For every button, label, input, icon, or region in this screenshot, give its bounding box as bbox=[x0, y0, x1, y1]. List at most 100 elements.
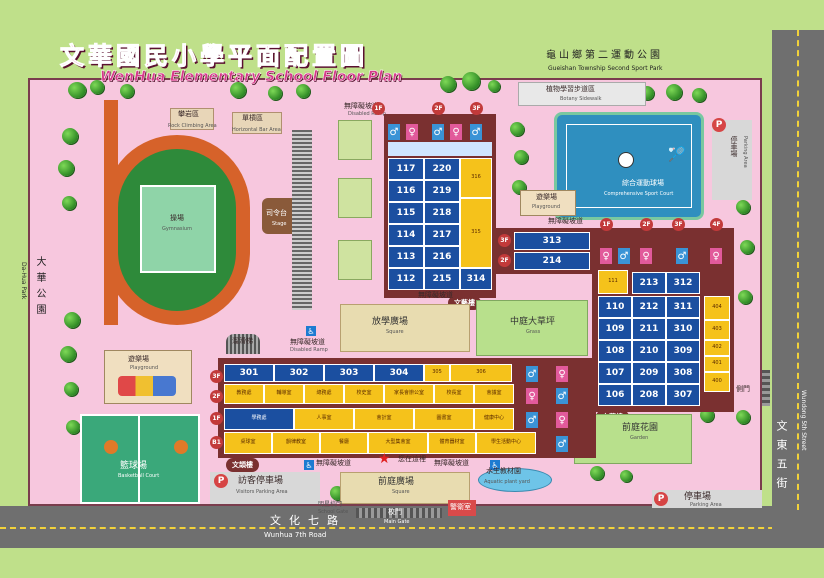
guard-room bbox=[448, 500, 476, 516]
restroom-icon: ♂ bbox=[618, 248, 630, 264]
room: 213 bbox=[632, 272, 666, 294]
bleachers bbox=[292, 130, 312, 310]
tree-icon bbox=[590, 466, 604, 480]
office: 圖書室 bbox=[414, 408, 474, 430]
parking-southeast bbox=[652, 490, 762, 508]
office: 人事室 bbox=[294, 408, 354, 430]
room: 116 bbox=[388, 180, 424, 202]
main-gate-label: 校門 bbox=[388, 508, 402, 516]
room: 117 bbox=[388, 158, 424, 180]
tree-icon bbox=[62, 196, 76, 210]
east-road-label-en: Wundong 5th Street bbox=[800, 390, 807, 451]
front-square-label-en: Square bbox=[392, 489, 410, 495]
room: 209 bbox=[632, 362, 666, 384]
parking-east-label-en: Parking Area bbox=[742, 136, 748, 168]
science-room: 316 bbox=[460, 158, 492, 198]
room: 400 bbox=[704, 372, 730, 392]
restroom-icon: ♂ bbox=[470, 124, 482, 140]
south-road-label-en: Wunhua 7th Road bbox=[264, 531, 327, 539]
room: 305 bbox=[424, 364, 450, 382]
accessibility-icon: ♿ bbox=[490, 460, 500, 470]
room: 307 bbox=[666, 384, 700, 406]
office: 教務處 bbox=[224, 384, 264, 404]
office: 校長室 bbox=[434, 384, 474, 404]
parking-east bbox=[712, 120, 752, 200]
visitors-parking-label-en: Visitors Parking Area bbox=[236, 489, 288, 495]
north-playground-label-en: Playground bbox=[532, 204, 561, 210]
volleyball-icon bbox=[618, 152, 634, 168]
room: 306 bbox=[450, 364, 512, 382]
parking-icon: P bbox=[654, 492, 668, 506]
school-gate-label: 明星校門 bbox=[318, 501, 343, 508]
corridor bbox=[388, 142, 492, 156]
grass-label-en: Grass bbox=[526, 329, 541, 335]
room: 106 bbox=[598, 384, 632, 406]
stage-label: 司令台 bbox=[266, 209, 287, 217]
parking-icon: P bbox=[712, 118, 726, 132]
tree-icon bbox=[68, 82, 86, 98]
garden-label: 前庭花園 bbox=[622, 423, 659, 433]
room: 113 bbox=[388, 246, 424, 268]
tree-icon bbox=[58, 160, 74, 176]
room: 312 bbox=[666, 272, 700, 294]
wenjie-building-label: 文頡樓 bbox=[226, 458, 259, 472]
office: 會議室 bbox=[474, 384, 514, 404]
west-playground-label-en: Playground bbox=[130, 365, 159, 371]
room: 401 bbox=[704, 356, 730, 372]
ramp-west-label: 無障礙坡道 bbox=[290, 338, 325, 346]
school-gate-label-en: School Gate bbox=[318, 509, 349, 515]
track-straight bbox=[104, 100, 118, 325]
room: 310 bbox=[666, 318, 700, 340]
tree-icon bbox=[736, 200, 750, 214]
botany-label-en: Botany Sidewalk bbox=[560, 96, 602, 102]
room: 110 bbox=[598, 296, 632, 318]
room: 219 bbox=[424, 180, 460, 202]
garden-bed bbox=[338, 120, 372, 160]
restroom-icon: ♂ bbox=[526, 366, 538, 382]
parking-east-label: 停車場 bbox=[730, 136, 738, 157]
basketball-label: 籃球場 bbox=[120, 461, 148, 471]
room: 314 bbox=[460, 268, 492, 290]
floor-marker-3f: 3F bbox=[210, 370, 223, 383]
tree-icon bbox=[740, 240, 754, 254]
room: 302 bbox=[274, 364, 324, 382]
tree-icon bbox=[620, 470, 632, 482]
tree-icon bbox=[230, 82, 246, 98]
room: 402 bbox=[704, 340, 730, 356]
north-playground bbox=[520, 190, 576, 216]
side-gate-label: 側門 bbox=[736, 385, 750, 393]
office: 會計室 bbox=[354, 408, 414, 430]
office: 健康中心 bbox=[474, 408, 514, 430]
room: 214 bbox=[514, 252, 590, 270]
tree-icon bbox=[90, 80, 104, 94]
tree-icon bbox=[440, 76, 456, 92]
court-label: 綜合運動球場 bbox=[622, 179, 664, 187]
accessibility-icon: ♿ bbox=[306, 326, 316, 336]
slide bbox=[226, 334, 260, 354]
stage-label-en: Stage bbox=[272, 221, 287, 227]
room: 109 bbox=[598, 318, 632, 340]
room: 111 bbox=[598, 270, 628, 294]
restroom-icon: ♀ bbox=[710, 248, 722, 264]
parking-se-label: 停車場 bbox=[684, 492, 712, 502]
garden-label-en: Garden bbox=[630, 435, 649, 441]
grass-label: 中庭大草坪 bbox=[510, 317, 556, 327]
square-mid bbox=[340, 304, 470, 352]
room: 308 bbox=[666, 362, 700, 384]
gymnasium-field bbox=[140, 185, 216, 273]
east-road-label: 文東五街 bbox=[775, 420, 788, 496]
ramp-top-label-en: Disabled Ramp bbox=[348, 111, 386, 117]
north-playground-label: 遊樂場 bbox=[536, 193, 557, 201]
court-lines bbox=[566, 124, 692, 208]
racket-icon: 🏸 bbox=[668, 147, 686, 163]
ramp-center-label: 無障礙坡道 bbox=[316, 459, 351, 467]
visitors-parking-label: 訪客停車場 bbox=[238, 476, 284, 486]
room: 211 bbox=[632, 318, 666, 340]
ramp-west-label-en: Disabled Ramp bbox=[290, 347, 328, 353]
natural-science-room: 315 bbox=[460, 198, 492, 268]
garden-bed bbox=[338, 178, 372, 218]
office: 輔導室 bbox=[264, 384, 304, 404]
tree-icon bbox=[510, 122, 524, 136]
floor-marker-3f: 3F bbox=[498, 234, 511, 247]
tree-icon bbox=[66, 420, 80, 434]
